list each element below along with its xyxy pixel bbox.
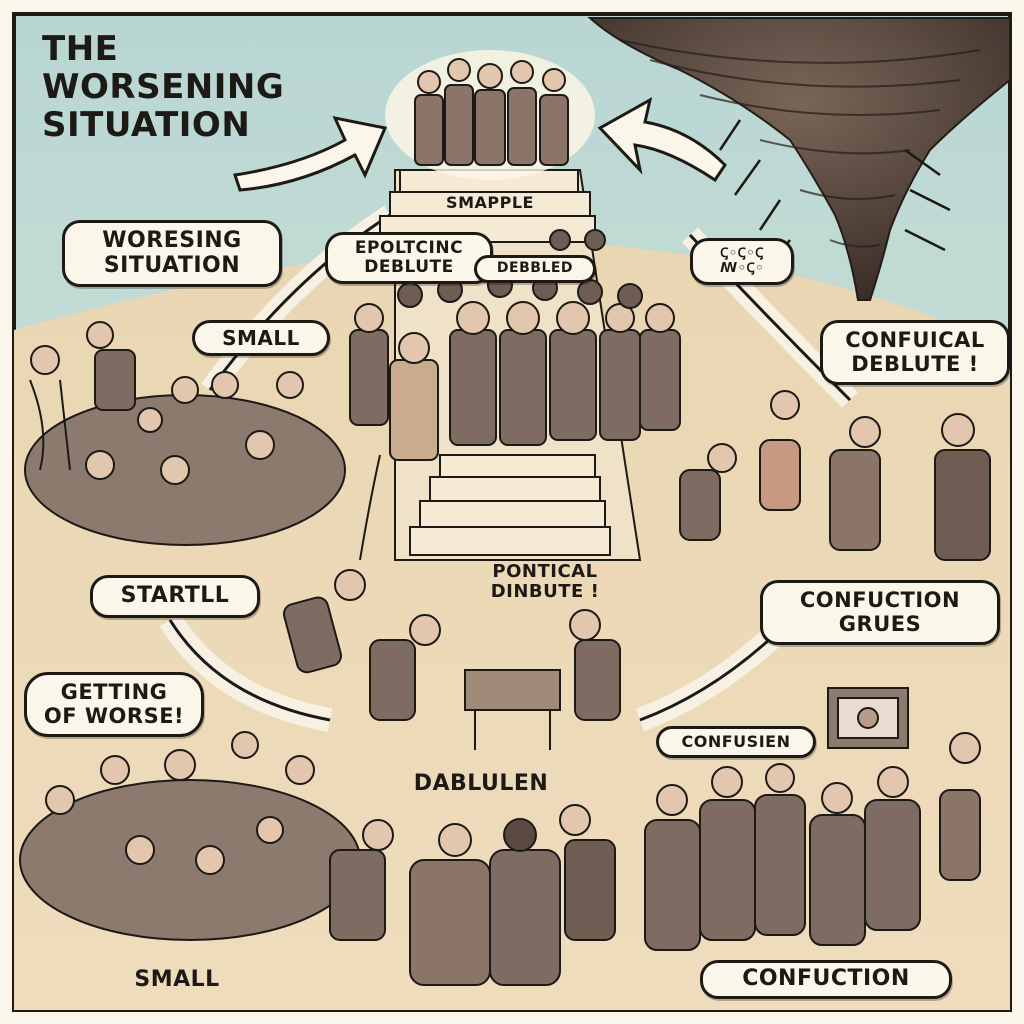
- summit-crowd: [385, 50, 595, 180]
- stair-crowd: [349, 229, 681, 461]
- bubble-confuction-bottom: CONFUCTION: [700, 960, 952, 999]
- bottom-center-group: [329, 804, 616, 986]
- arrow-right-icon: [233, 115, 388, 192]
- bubble-startll: STARTLL: [90, 575, 260, 618]
- label-dablulen: DABLULEN: [413, 771, 549, 796]
- left-brawl: [24, 321, 346, 546]
- center-argument: [282, 569, 621, 750]
- label-small-bottom: SMALL: [134, 967, 220, 992]
- arrow-left-icon: [597, 97, 727, 183]
- bubble-scribble: ꞔ◦ꞔ◦ꞔ ꟿ◦ꞔ◦: [690, 238, 794, 286]
- bubble-epoltcinc-deblute: EPOLTCINC DEBLUTE: [325, 232, 493, 285]
- bubble-confuical-deblute: CONFUICAL DEBLUTE !: [820, 320, 1010, 386]
- label-smapple: SMAPPLE: [446, 193, 534, 212]
- label-political-debate: PONTICAL DINBUTE !: [490, 561, 600, 603]
- bottom-right-crowd: [644, 687, 981, 951]
- right-handshake-group: [679, 390, 991, 561]
- bubble-confusien: CONFUSIEN: [656, 726, 816, 758]
- comic-title: THE WORSENING SITUATION: [42, 30, 302, 144]
- comic-title-text: THE WORSENING SITUATION: [42, 29, 285, 146]
- bubble-getting-worse: GETTING OF WORSE!: [24, 672, 204, 738]
- bottom-left-crowd: [19, 731, 361, 941]
- bubble-debbled: DEBBLED: [474, 255, 596, 283]
- bubble-confuction-grues: CONFUCTION GRUES: [760, 580, 1000, 646]
- bubble-small: SMALL: [192, 320, 330, 357]
- bubble-woresing-situation: WORESING SITUATION: [62, 220, 282, 288]
